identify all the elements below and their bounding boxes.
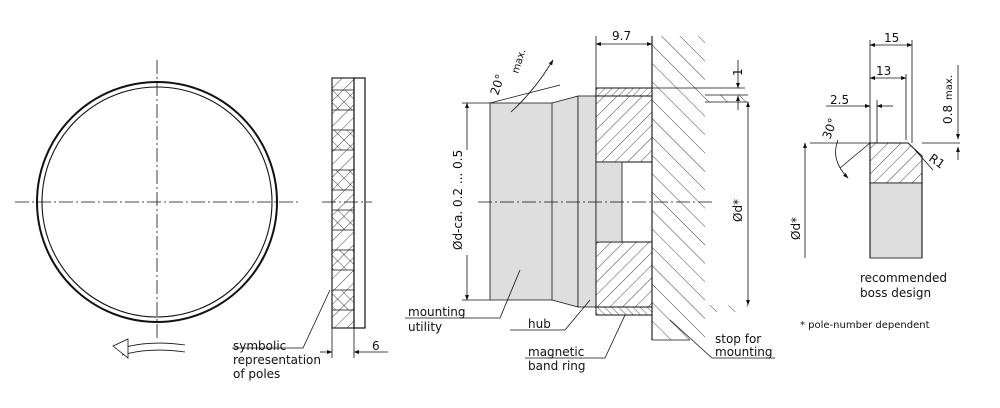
boss-label-line2: boss design (860, 286, 931, 300)
stop-label-line1: stop for (715, 332, 761, 346)
dim-thickness: 6 (372, 339, 380, 353)
poles-label-line1: symbolic (233, 339, 286, 353)
utility-label-line1: mounting (408, 305, 466, 319)
dim-step: 0.8 (941, 105, 955, 124)
dim-boss-inner: 13 (876, 64, 891, 78)
dim-gap: 1 (731, 68, 745, 76)
dim-chamfer: 2.5 (830, 93, 849, 107)
poles-label-line3: of poles (233, 367, 280, 381)
ring-label-line2: band ring (528, 359, 586, 373)
dim-diameter-range: Ød-ca. 0.2 ... 0.5 (451, 150, 465, 250)
dim-angle-suffix: max. (510, 48, 528, 75)
hub-label: hub (528, 317, 551, 331)
mounting-view (405, 36, 775, 359)
view4-labels: 15 13 2.5 30° 0.8 max. R1 Ød* recommende… (789, 31, 955, 331)
ring-label-line1: magnetic (528, 345, 584, 359)
dim-diameter: Ød* (731, 199, 745, 222)
dim-chamfer-angle: 30° (820, 116, 840, 141)
view2-labels: symbolic representation of poles 6 (233, 339, 380, 381)
footnote: * pole-number dependent (800, 320, 930, 331)
utility-label-line2: utility (408, 320, 442, 334)
front-view (15, 60, 300, 359)
dim-angle: 20° (488, 72, 508, 97)
boss-design-view (803, 40, 960, 259)
view3-labels: 9.7 1 20° max. Ød-ca. 0.2 ... 0.5 Ød* mo… (408, 29, 773, 373)
side-view-poles (232, 77, 388, 358)
stop-label-line2: mounting (715, 345, 773, 359)
dim-boss-width: 15 (884, 31, 899, 45)
dim-radius: R1 (926, 151, 947, 172)
dim-step-suffix: max. (944, 75, 955, 100)
boss-label-line1: recommended (860, 271, 947, 285)
dim-boss-diameter: Ød* (789, 217, 803, 240)
dim-width: 9.7 (612, 29, 631, 43)
poles-label-line2: representation (233, 353, 321, 367)
